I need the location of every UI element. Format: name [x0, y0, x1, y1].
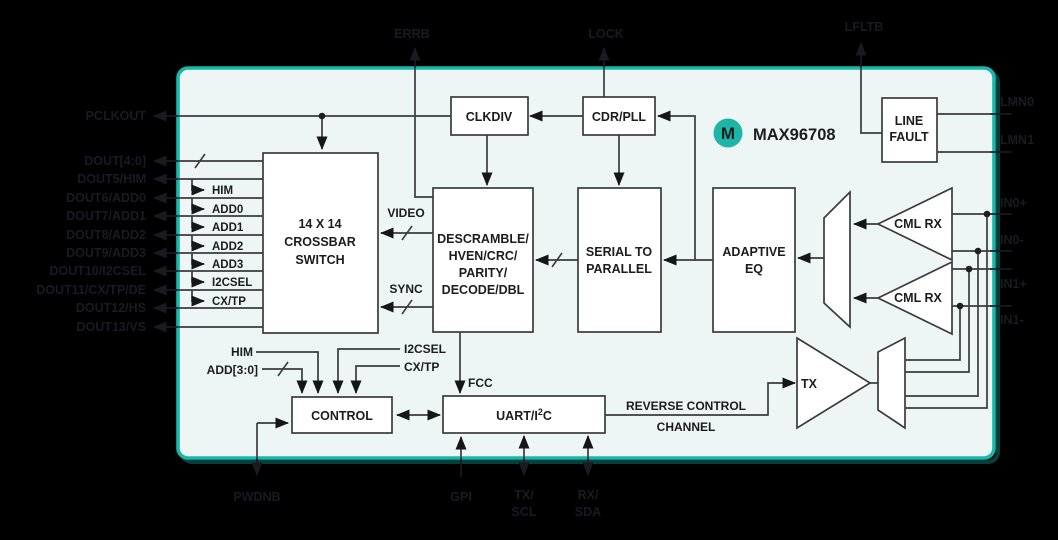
cml-rx-top-block: CML RX	[876, 186, 953, 262]
tap-add2-label: ADD2	[212, 241, 243, 253]
bus-slash	[401, 225, 413, 241]
external-pin-wires	[153, 42, 1012, 477]
junction-dot	[965, 265, 973, 273]
pin-gpi: GPI	[450, 490, 472, 504]
pin-lmn0: LMN0	[1000, 95, 1034, 109]
cml-rx-bottom-label: CML RX	[894, 291, 942, 305]
pin-dout7: DOUT7/ADD1	[66, 209, 146, 223]
branding: M MAX96708	[713, 118, 836, 148]
cml-rx-bottom-block: CML RX	[876, 260, 953, 336]
pin-pwdnb: PWDNB	[233, 490, 280, 504]
adaptive-eq-label-2: EQ	[745, 262, 763, 276]
control-input-i2csel-label: I2CSEL	[404, 342, 446, 356]
pin-dout9: DOUT9/ADD3	[66, 246, 146, 260]
uart-i2c-label: UART/I2C	[496, 407, 552, 423]
cdr-pll-block: CDR/PLL	[582, 96, 656, 136]
rx-input-mux	[823, 189, 851, 329]
pin-rx-sda-2: SDA	[575, 505, 601, 519]
tap-i2csel-label: I2CSEL	[212, 277, 252, 289]
uart-i2c-block: UART/I2C	[442, 395, 606, 434]
reverse-control-label-2: CHANNEL	[657, 420, 716, 434]
clkdiv-label: CLKDIV	[466, 110, 513, 124]
serial-to-parallel-block: SERIAL TO PARALLEL	[577, 187, 662, 333]
control-input-add-label: ADD[3:0]	[207, 363, 258, 377]
serial-to-parallel-label-2: PARALLEL	[586, 262, 652, 276]
pin-labels: PCLKOUT DOUT[4:0] DOUT5/HIM DOUT6/ADD0 D…	[36, 20, 1034, 519]
pin-dout6: DOUT6/ADD0	[66, 191, 146, 205]
pin-in1-minus: IN1-	[1000, 313, 1024, 327]
internal-wires	[178, 68, 991, 458]
crossbar-label-1: 14 X 14	[298, 217, 341, 231]
bus-slash	[194, 153, 206, 169]
pin-tx-scl-1: TX/	[514, 488, 534, 502]
junction-dot	[983, 210, 991, 218]
tap-add0-label: ADD0	[212, 204, 243, 216]
pin-in0-minus: IN0-	[1000, 233, 1024, 247]
pin-lock: LOCK	[588, 27, 623, 41]
functional-blocks: CLKDIV CDR/PLL LINE FAULT 14 X 14 CROSSB…	[262, 96, 953, 434]
control-input-him-label: HIM	[231, 345, 253, 359]
pin-dout12: DOUT12/HS	[76, 301, 146, 315]
fcc-signal-label: FCC	[468, 376, 493, 390]
cdr-pll-label: CDR/PLL	[592, 110, 647, 124]
pin-dout8: DOUT8/ADD2	[66, 228, 146, 242]
clkdiv-block: CLKDIV	[450, 96, 529, 136]
part-number: MAX96708	[753, 126, 836, 144]
sync-signal-label: SYNC	[389, 282, 423, 296]
adaptive-eq-block: ADAPTIVE EQ	[712, 187, 796, 333]
reverse-control-label-1: REVERSE CONTROL	[626, 399, 746, 413]
line-fault-block: LINE FAULT	[881, 97, 938, 163]
pin-dout4-0: DOUT[4:0]	[84, 154, 146, 168]
cml-rx-top-label: CML RX	[894, 217, 942, 231]
maxim-logo-letter: M	[721, 124, 735, 143]
bus-slash	[551, 252, 563, 268]
descramble-label-4: DECODE/DBL	[442, 283, 525, 297]
pin-dout11: DOUT11/CX/TP/DE	[36, 283, 146, 297]
pin-in0-plus: IN0+	[1000, 196, 1027, 210]
line-fault-label-1: LINE	[895, 114, 923, 128]
tap-him-label: HIM	[212, 185, 233, 197]
junction-dot	[974, 247, 982, 255]
pin-dout5: DOUT5/HIM	[77, 172, 146, 186]
pin-tx-scl-2: SCL	[512, 505, 537, 519]
tx-amplifier: TX	[796, 336, 872, 430]
bus-slash	[277, 361, 289, 377]
descramble-label-2: HVEN/CRC/	[449, 249, 518, 263]
crossbar-label-2: CROSSBAR	[284, 235, 356, 249]
line-fault-label-2: FAULT	[889, 130, 929, 144]
serial-to-parallel-label-1: SERIAL TO	[586, 245, 652, 259]
crossbar-label-3: SWITCH	[295, 253, 344, 267]
control-block: CONTROL	[291, 396, 393, 434]
video-signal-label: VIDEO	[387, 206, 424, 220]
pin-lmn1: LMN1	[1000, 133, 1034, 147]
descramble-block: DESCRAMBLE/ HVEN/CRC/ PARITY/ DECODE/DBL	[432, 187, 534, 333]
tap-add3-label: ADD3	[212, 259, 243, 271]
tap-add1-label: ADD1	[212, 222, 244, 234]
pin-errb: ERRB	[394, 27, 429, 41]
signal-labels: VIDEO SYNC FCC REVERSE CONTROL CHANNEL H…	[207, 185, 746, 434]
junction-dot	[956, 302, 964, 310]
pin-dout10: DOUT10/I2CSEL	[49, 264, 146, 278]
bus-slash	[401, 299, 413, 315]
crossbar-switch-block: 14 X 14 CROSSBAR SWITCH	[262, 152, 379, 334]
pin-dout13: DOUT13/VS	[77, 320, 146, 334]
pin-pclkout: PCLKOUT	[86, 109, 147, 123]
pin-in1-plus: IN1+	[1000, 277, 1027, 291]
descramble-label-1: DESCRAMBLE/	[437, 232, 529, 246]
junction-dot	[318, 112, 326, 120]
descramble-label-3: PARITY/	[459, 266, 508, 280]
tap-cxtp-label: CX/TP	[212, 296, 246, 308]
maxim-logo-icon	[713, 118, 743, 148]
adaptive-eq-label-1: ADAPTIVE	[722, 245, 785, 259]
control-label: CONTROL	[311, 409, 373, 423]
pin-lfltb: LFLTB	[845, 20, 884, 34]
pin-rx-sda-1: RX/	[578, 488, 599, 502]
tx-label: TX	[801, 377, 818, 391]
tx-output-demux	[877, 336, 906, 430]
control-input-cxtp-label: CX/TP	[404, 360, 439, 374]
